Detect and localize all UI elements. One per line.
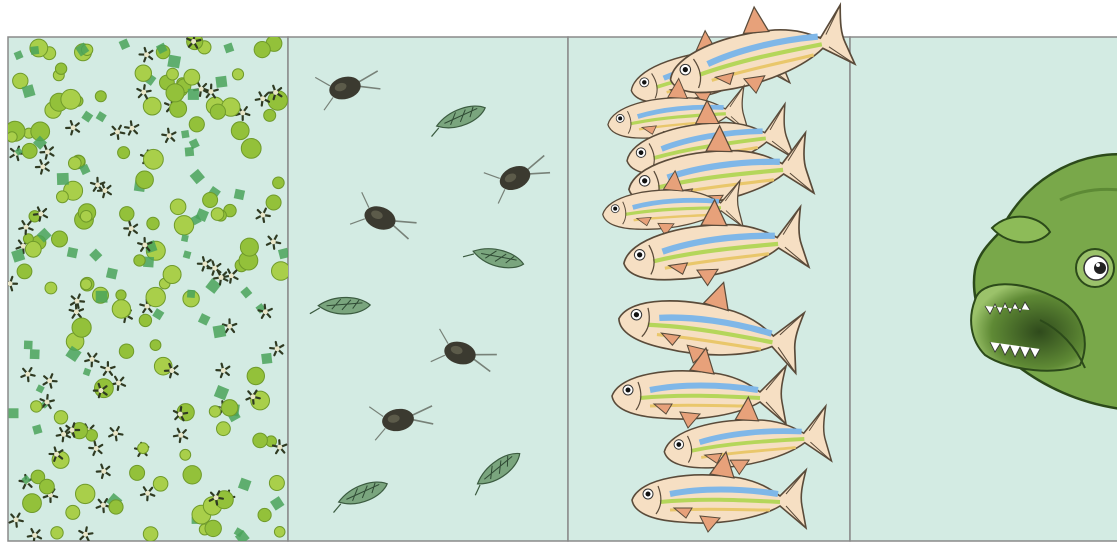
panel-zooplankton xyxy=(288,37,568,541)
